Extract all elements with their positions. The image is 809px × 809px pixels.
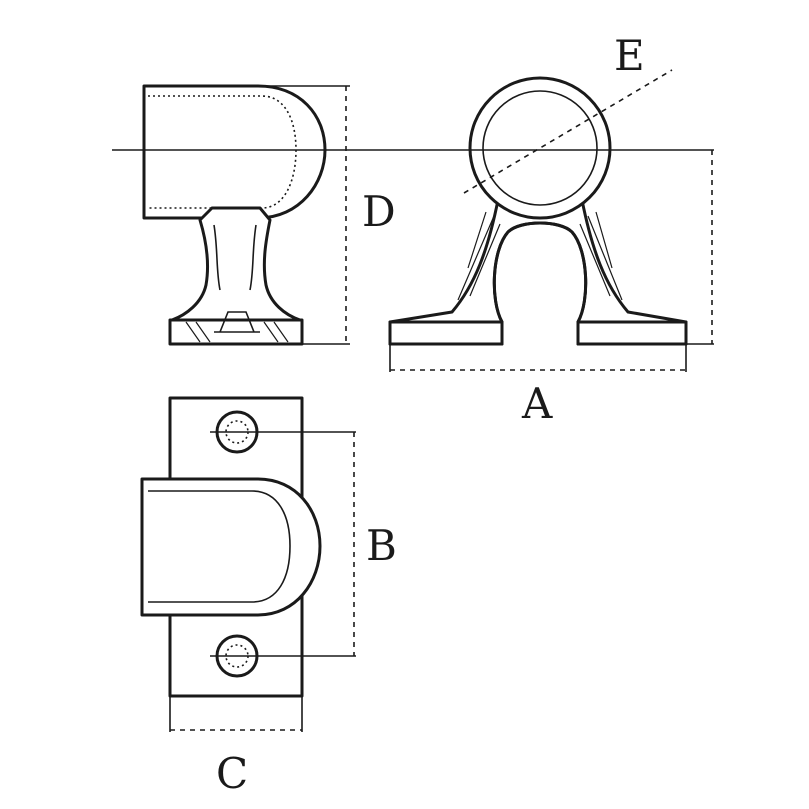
side-view-stem: [170, 206, 302, 322]
side-view-socket: [142, 84, 327, 220]
front-view-arch-inner: [492, 221, 588, 324]
side-view-stem-inner: [213, 224, 257, 291]
top-view-socket: [140, 477, 322, 617]
label-a: A: [521, 379, 553, 428]
dimension-d: [258, 85, 350, 345]
front-view-hatching: [457, 211, 623, 301]
dimension-e-line: [463, 69, 673, 194]
side-view-base-hatching: [185, 321, 289, 343]
front-view: [388, 76, 688, 346]
side-view: [142, 84, 327, 346]
dimension-b: [210, 431, 356, 657]
front-view-base-right: [576, 320, 688, 346]
side-view-screw-countersink: [214, 311, 260, 333]
front-view-ring-outer: [468, 76, 612, 220]
top-view-socket-inner: [148, 490, 291, 603]
dimension-a: [389, 344, 687, 372]
dimension-height-right: [686, 150, 714, 345]
front-view-ring-inner: [482, 90, 598, 206]
label-b: B: [366, 521, 397, 570]
label-c: C: [216, 749, 248, 798]
label-d: D: [362, 187, 396, 236]
top-view: [140, 396, 322, 698]
label-e: E: [614, 31, 645, 80]
front-view-base-left: [388, 320, 504, 346]
dimension-c: [169, 696, 303, 732]
